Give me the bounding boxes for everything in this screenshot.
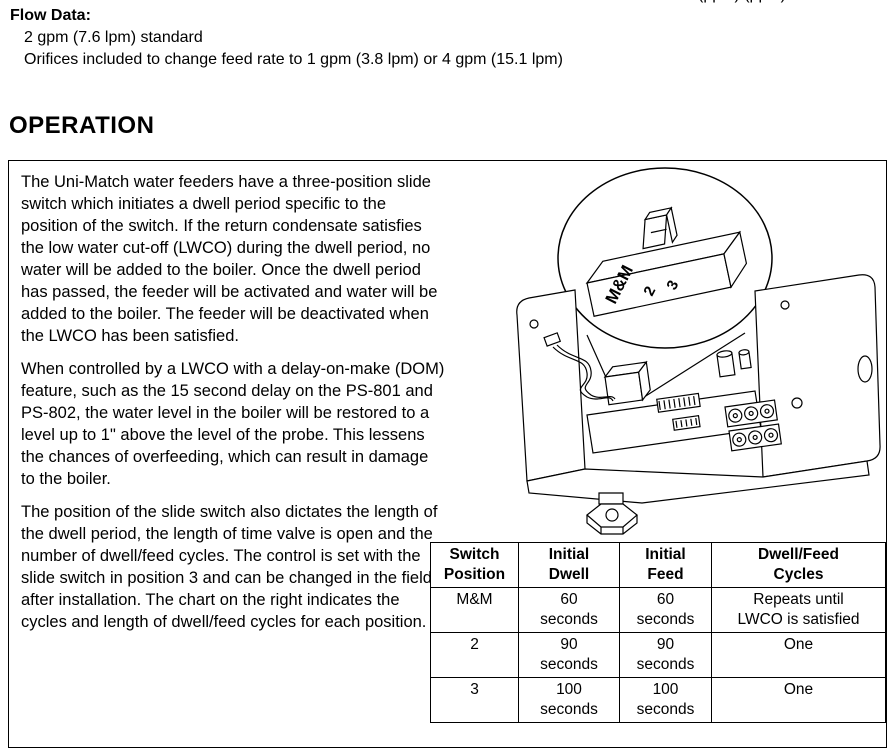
operation-paragraph-3: The position of the slide switch also di… [21, 503, 438, 631]
mounting-bracket-left [517, 290, 585, 481]
capacitor [717, 350, 735, 377]
operation-paragraph-1: The Uni-Match water feeders have a three… [21, 173, 438, 345]
operation-paragraph-2: When controlled by a LWCO with a delay-o… [21, 360, 445, 488]
cropped-text: (ppm) (ppm) [698, 0, 786, 4]
slide-switch [575, 195, 750, 316]
switch-toggle [636, 208, 678, 249]
dip-switch [657, 393, 700, 412]
cropped-text-fragment: (ppm) (ppm) [0, 0, 896, 5]
operation-text-column: The Uni-Match water feeders have a three… [21, 171, 445, 644]
table-cell: 60 seconds [619, 587, 712, 633]
table-cell: Repeats until LWCO is satisfied [711, 587, 886, 633]
table-cell: One [711, 677, 886, 723]
valve-fitting [587, 493, 637, 534]
wires [544, 333, 615, 401]
terminal-block-upper [725, 400, 777, 427]
table-row: 3 100 seconds 100 seconds One [430, 677, 886, 723]
table-row: M&M 60 seconds 60 seconds Repeats until … [430, 587, 886, 633]
flow-data-line-2: Orifices included to change feed rate to… [24, 51, 563, 68]
relay [604, 362, 652, 405]
device-illustration: M&M 2 3 [437, 163, 886, 538]
capacitor-small [739, 349, 751, 369]
header-dwell-feed-cycles: Dwell/Feed Cycles [711, 542, 886, 588]
header-switch-position: Switch Position [430, 542, 519, 588]
mounting-bracket-right [755, 275, 880, 477]
table-cell: 100 seconds [619, 677, 712, 723]
header-initial-feed: Initial Feed [619, 542, 712, 588]
table-cell: 2 [430, 632, 519, 678]
table-header-row: Switch Position Initial Dwell Initial Fe… [430, 542, 886, 588]
cycles-table: Switch Position Initial Dwell Initial Fe… [430, 542, 886, 723]
table-cell: 60 seconds [518, 587, 620, 633]
flow-data-heading: Flow Data: [10, 7, 91, 24]
table-row: 2 90 seconds 90 seconds One [430, 632, 886, 678]
table-cell: 3 [430, 677, 519, 723]
table-cell: One [711, 632, 886, 678]
table-cell: 100 seconds [518, 677, 620, 723]
terminal-block-lower [729, 424, 781, 451]
table-cell: 90 seconds [619, 632, 712, 678]
table-cell: M&M [430, 587, 519, 633]
header-initial-dwell: Initial Dwell [518, 542, 620, 588]
table-cell: 90 seconds [518, 632, 620, 678]
flow-data-section: Flow Data: 2 gpm (7.6 lpm) standard Orif… [10, 5, 563, 71]
operation-box: The Uni-Match water feeders have a three… [8, 160, 887, 748]
flow-data-line-1: 2 gpm (7.6 lpm) standard [24, 29, 203, 46]
operation-heading: OPERATION [9, 112, 155, 139]
header-pins [673, 416, 700, 431]
